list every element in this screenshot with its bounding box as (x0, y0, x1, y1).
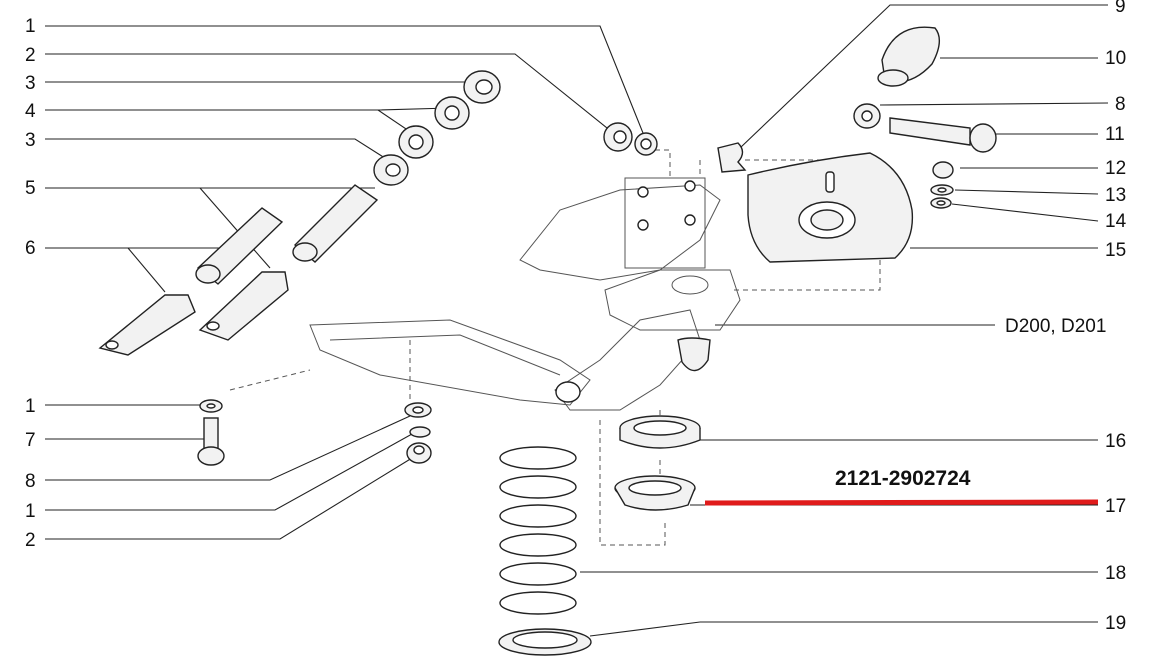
callout-1-top: 1 (25, 16, 36, 37)
callout-9: 9 (1115, 0, 1126, 17)
leader-lines (45, 4, 1109, 637)
callout-7: 7 (25, 430, 36, 451)
washer-8-right (853, 103, 881, 129)
callout-17: 17 (1105, 496, 1126, 517)
callout-15: 15 (1105, 240, 1126, 261)
callout-13: 13 (1105, 185, 1126, 206)
callout-6: 6 (25, 238, 36, 259)
clip-9 (717, 142, 747, 173)
suspension-arm (309, 177, 741, 411)
washer-13 (930, 184, 954, 196)
callout-16: 16 (1105, 431, 1126, 452)
bump-stop-d200 (677, 337, 711, 372)
callout-10: 10 (1105, 48, 1126, 69)
washer-4-lower (398, 125, 434, 159)
nut-2-bottom (406, 442, 432, 464)
callout-18: 18 (1105, 563, 1126, 584)
washer-4-top (434, 96, 470, 130)
spring-seat-16 (619, 415, 701, 449)
bracket-6 (98, 294, 196, 356)
nut-3-lower (373, 154, 409, 186)
callout-12: 12 (1105, 158, 1126, 179)
stud-6-upper (195, 207, 284, 285)
highlight-line (704, 499, 1099, 506)
stud-5 (292, 184, 379, 263)
callout-8-left: 8 (25, 471, 36, 492)
spring-seat-17 (614, 475, 696, 511)
nut-12 (932, 161, 954, 179)
callout-14: 14 (1105, 211, 1127, 232)
bolt-11 (889, 117, 997, 153)
bracket-5 (198, 271, 289, 341)
nut-2-top (603, 122, 633, 152)
cap-10 (877, 26, 940, 87)
callout-5: 5 (25, 178, 36, 199)
callout-d200-d201: D200, D201 (1005, 316, 1106, 337)
callout-3-mid: 3 (25, 130, 36, 151)
bolt-7 (197, 417, 225, 466)
nut-3-top (463, 70, 501, 104)
callout-8-right: 8 (1115, 94, 1126, 115)
washer-8-left (404, 402, 432, 418)
highlighted-part-number: 2121-2902724 (835, 467, 971, 490)
callout-4: 4 (25, 101, 36, 122)
callout-3-top: 3 (25, 73, 36, 94)
callout-11: 11 (1105, 124, 1125, 145)
callout-2-bottom: 2 (25, 530, 36, 551)
bracket-15 (747, 152, 914, 263)
spring-pad-19 (498, 628, 592, 656)
washer-14 (930, 197, 952, 209)
washer-1-bottom (409, 426, 431, 438)
callout-2-top: 2 (25, 45, 36, 66)
callout-19: 19 (1105, 613, 1126, 634)
washer-1-lower (199, 399, 223, 413)
assembly-guides (229, 149, 881, 546)
coil-spring-18 (499, 446, 577, 615)
callout-1-bottom: 1 (25, 501, 36, 522)
washer-1-top (634, 132, 658, 156)
callout-1-lower: 1 (25, 396, 36, 417)
